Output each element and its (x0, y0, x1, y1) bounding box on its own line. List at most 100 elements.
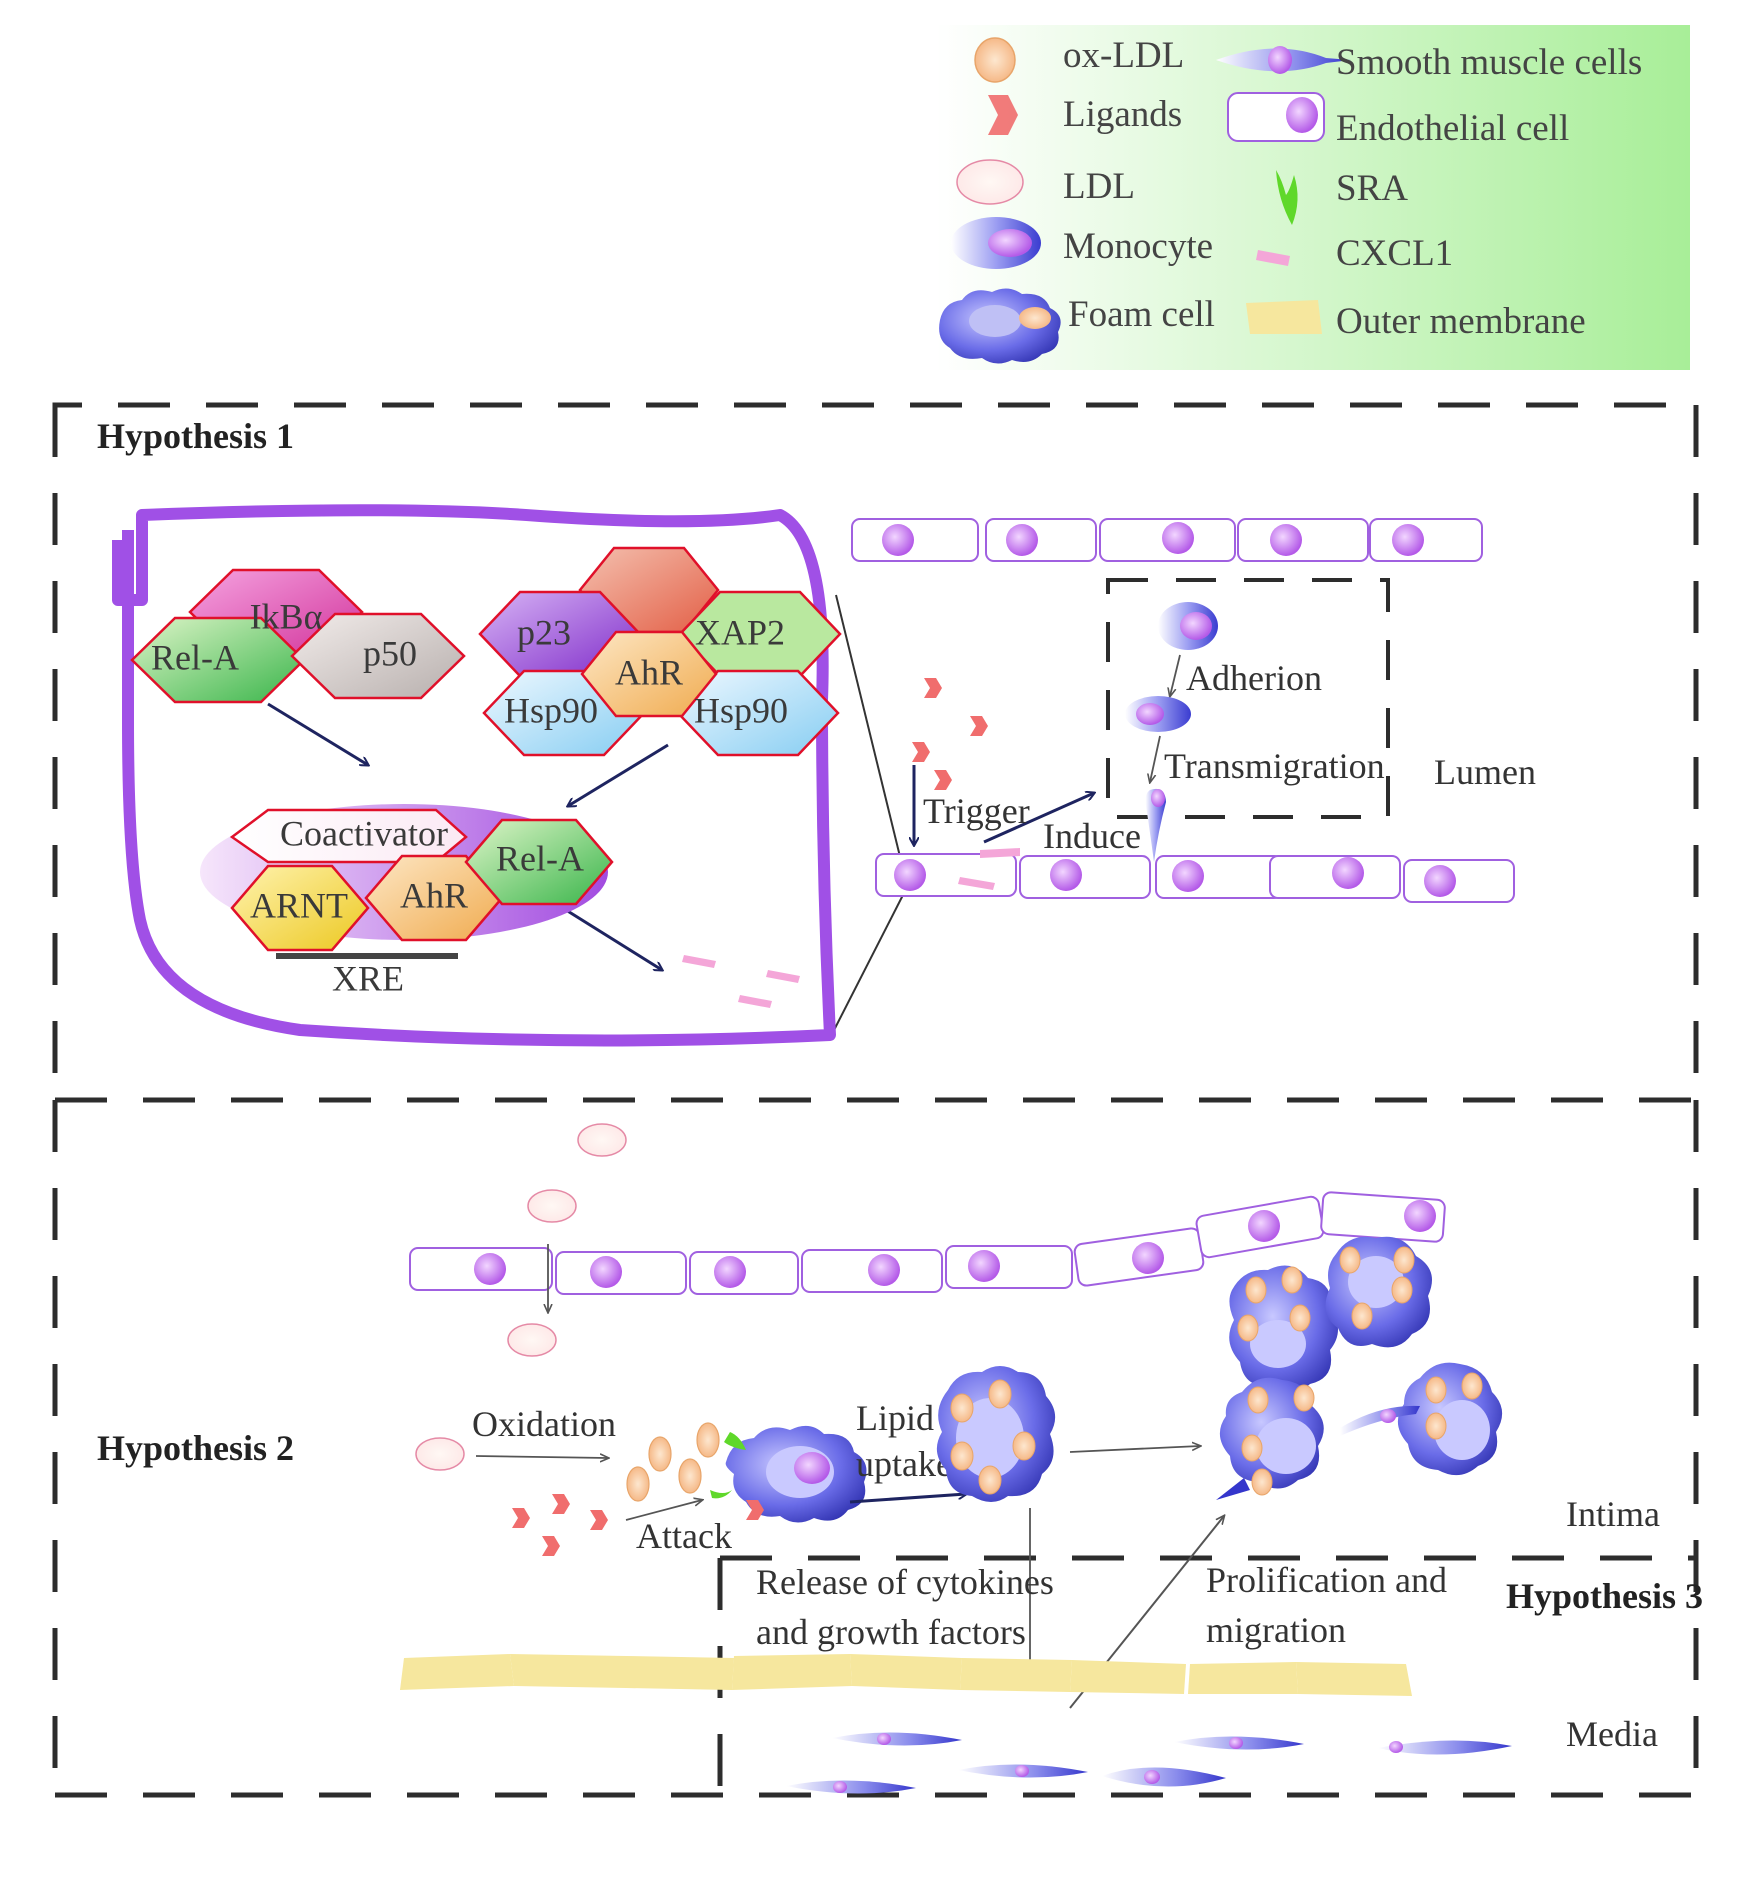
label-hsp90-right: Hsp90 (694, 690, 788, 730)
cxcl1-icon (1256, 250, 1290, 266)
ldl-icon (956, 159, 1024, 205)
label-oxidation: Oxidation (472, 1404, 616, 1444)
arrow-oxidation (475, 1456, 608, 1458)
label-lumen: Lumen (1434, 752, 1536, 792)
label-p50: p50 (363, 633, 417, 673)
foam-cell-cluster (1216, 1236, 1503, 1500)
endothelial-cell (1369, 518, 1483, 562)
sra-receptor (710, 1490, 732, 1499)
nfkb-complex (130, 568, 466, 704)
label-arnt: ARNT (250, 885, 348, 925)
endothelial-cell (851, 518, 979, 562)
ox-ldl-cluster (626, 1422, 720, 1502)
cell-membrane (112, 504, 836, 1047)
label-p23: p23 (517, 612, 571, 652)
zoom-line-bottom (829, 892, 905, 1039)
arrow-transmigration (1150, 735, 1161, 782)
outer-membrane-icon (1246, 300, 1322, 334)
ldl-particle (577, 1123, 627, 1157)
ldl-particle (527, 1189, 577, 1223)
smooth-muscle-cell-icon (1216, 46, 1351, 74)
legend-label-cxcl1: CXCL1 (1336, 233, 1453, 274)
legend-label-sra: SRA (1336, 168, 1408, 209)
legend-label-ligands: Ligands (1063, 94, 1182, 135)
ldl-particles (415, 1123, 627, 1471)
macrophage (710, 1425, 867, 1523)
arrow-adherion (1170, 654, 1181, 696)
label-xap2: XAP2 (695, 612, 785, 652)
arrow-ahr-to-dna (568, 743, 669, 806)
ahr-complex (478, 546, 842, 757)
transmigration-box (1106, 578, 1390, 819)
smooth-muscle-cells-media (786, 1732, 1512, 1794)
ox-ldl-icon (974, 37, 1016, 83)
endothelial-cell (1403, 859, 1515, 903)
label-transmigration: Transmigration (1164, 746, 1385, 786)
endothelial-cell-icon (1227, 92, 1325, 142)
smooth-muscle-cell (1174, 1736, 1304, 1750)
label-rela-dna: Rel-A (496, 838, 584, 878)
label-media: Media (1566, 1714, 1658, 1754)
smooth-muscle-cell-migrating (1340, 1405, 1420, 1436)
label-rela-nfkb: Rel-A (151, 637, 239, 677)
foam-cell-icon (939, 288, 1061, 364)
label-lipid: Lipid (856, 1398, 934, 1438)
label-xre: XRE (332, 958, 404, 998)
arrow-induce (983, 793, 1094, 844)
arrow-lipid-uptake (849, 1494, 966, 1504)
hex-hsp90-right (676, 669, 840, 757)
label-prolif-2: migration (1206, 1610, 1346, 1650)
legend-label-ox-ldl: ox-LDL (1063, 35, 1184, 76)
endothelial-cell (1237, 518, 1369, 562)
hypothesis3-title: Hypothesis 3 (1506, 1576, 1703, 1616)
hex-rela-dna (464, 818, 614, 906)
hex-p50 (290, 612, 466, 700)
legend-label-outer-membrane: Outer membrane (1336, 301, 1586, 342)
label-prolif-1: Prolification and (1206, 1560, 1447, 1600)
arrow-dna-to-cxcl1 (565, 908, 662, 970)
label-release-1: Release of cytokines (756, 1562, 1054, 1602)
dna-complex (229, 808, 614, 952)
label-ikba: IkBα (250, 596, 323, 636)
legend-label-foam-cell: Foam cell (1068, 294, 1215, 335)
label-hsp90-left: Hsp90 (504, 690, 598, 730)
label-release-2: and growth factors (756, 1612, 1026, 1652)
smooth-muscle-cell (958, 1764, 1088, 1778)
smooth-muscle-cell (832, 1732, 962, 1746)
ligand-icon (988, 95, 1018, 135)
legend-label-smooth-muscle-cells: Smooth muscle cells (1336, 42, 1642, 83)
ldl-particle (507, 1323, 557, 1357)
endothelial-cell (1019, 855, 1151, 899)
arrow-to-plaque (1069, 1446, 1200, 1453)
label-ahr-cyto: AhR (615, 652, 683, 692)
label-intima: Intima (1566, 1494, 1660, 1534)
monocyte-adherion-top (1158, 602, 1218, 650)
label-adherion: Adherion (1186, 658, 1322, 698)
hex-arnt (230, 864, 370, 952)
foam-cell (1229, 1265, 1338, 1393)
legend: ox-LDL Ligands LDL Monocyte Foam cell Sm… (936, 25, 1690, 370)
ldl-particle (415, 1437, 465, 1471)
hex-coactivator (229, 808, 468, 864)
smooth-muscle-cell (786, 1780, 916, 1794)
legend-label-monocyte: Monocyte (1063, 226, 1213, 267)
cxcl1-in-cell (682, 955, 800, 1008)
label-coactivator: Coactivator (280, 813, 448, 853)
endothelium-h2-nuclei (474, 1200, 1436, 1288)
ligands-h2 (512, 1494, 608, 1556)
endothelial-cell (985, 518, 1097, 562)
zoom-line-top (835, 594, 905, 874)
label-attack: Attack (636, 1516, 732, 1556)
endothelium-bottom-h1-nuclei (894, 857, 1456, 897)
label-ahr-dna: AhR (400, 875, 468, 915)
label-trigger: Trigger (923, 791, 1030, 831)
smooth-muscle-cell (1378, 1740, 1512, 1755)
label-induce: Induce (1043, 816, 1141, 856)
ligands-h1 (912, 678, 988, 790)
outer-membrane (400, 1654, 1412, 1696)
foam-cell (1216, 1377, 1324, 1500)
hex-ahr (580, 630, 718, 718)
endothelial-cell (945, 1245, 1073, 1289)
arrow-nfkb-to-dna (267, 702, 368, 765)
